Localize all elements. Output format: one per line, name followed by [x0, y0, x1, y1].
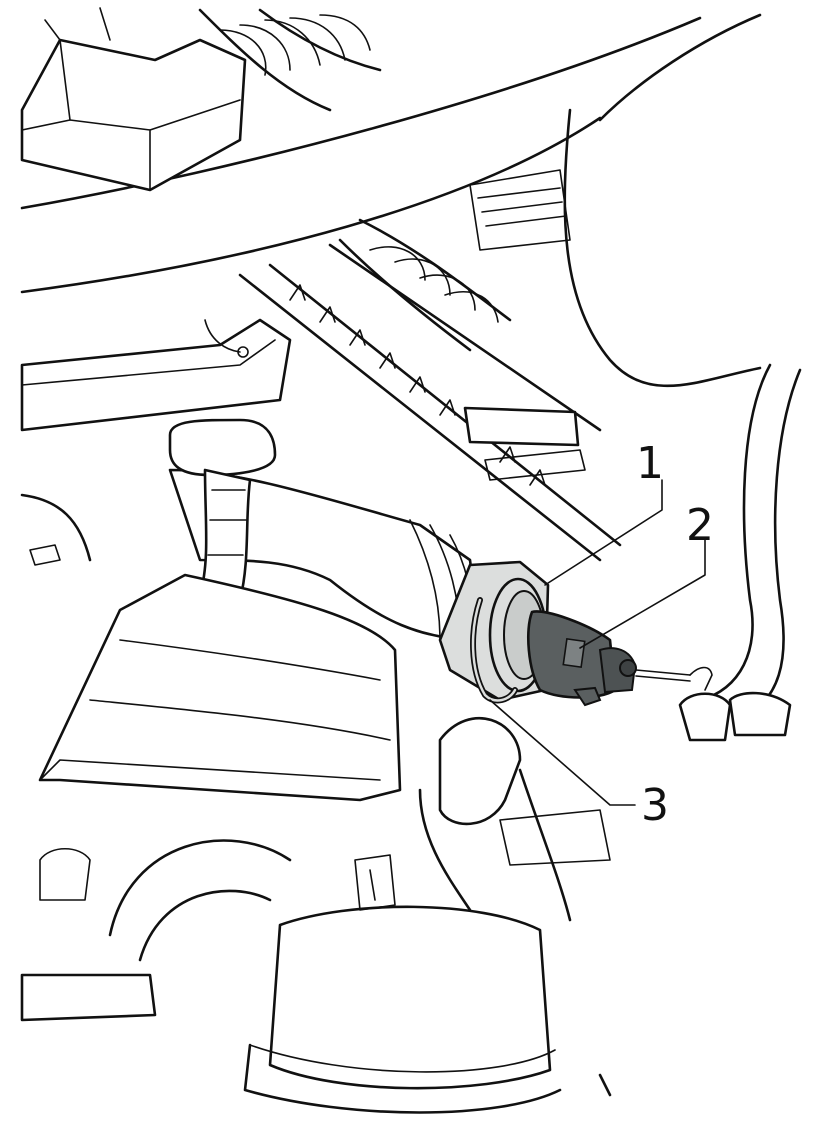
bottom-left-pulley [20, 839, 396, 1022]
callout-3-label: 3 [641, 780, 669, 831]
connector-wire [635, 666, 713, 691]
idle-control-actuator [527, 610, 637, 707]
upper-body-panel [20, 13, 762, 388]
air-box [38, 573, 402, 802]
bracket [463, 406, 586, 481]
left-hose-fragments [20, 493, 92, 566]
bottom-cylinder [243, 905, 562, 1114]
frame-rail-left [20, 318, 292, 432]
top-left-box [20, 7, 247, 192]
callout-2: 2 [579, 500, 714, 649]
callout-3: 3 [489, 699, 669, 831]
callout-2-label: 2 [686, 500, 714, 551]
mid-ribbed-hose [338, 218, 512, 352]
top-ribbed-hose [198, 8, 382, 112]
ribbed-rail [238, 243, 622, 562]
callout-1-label: 1 [636, 438, 664, 489]
callout-1: 1 [544, 438, 664, 586]
right-wiring-harness [598, 363, 802, 1097]
lower-pipes [418, 717, 611, 922]
oring-seal [470, 597, 518, 704]
vent-grille [469, 169, 571, 251]
